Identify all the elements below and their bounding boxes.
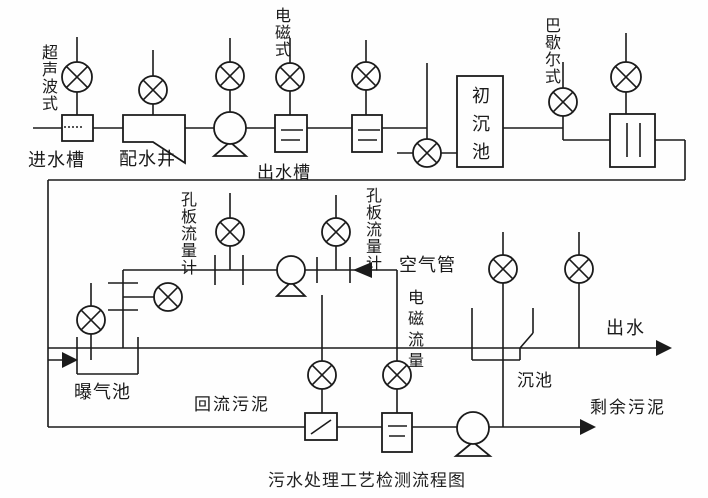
label-parshall-type: 巴歇尔式	[542, 17, 561, 85]
pump-icon	[211, 111, 249, 157]
effluent-arrow	[656, 340, 672, 356]
pipe-lines	[33, 33, 686, 428]
flow-instrument-icon	[275, 62, 305, 92]
label-aeration-tank: 曝气池	[74, 382, 131, 403]
pump-icon	[453, 411, 493, 457]
aeration-inlet-arrow	[62, 352, 78, 368]
flow-instrument-icon	[76, 305, 106, 335]
label-orifice-flowmeter-left: 孔板流量计	[178, 191, 197, 276]
label-effluent: 出水	[606, 318, 646, 339]
distribution-well-shape	[122, 114, 186, 165]
flow-instrument-icon	[215, 61, 245, 91]
contact-tank-box	[609, 113, 656, 168]
label-outlet-channel: 出水槽	[257, 163, 311, 183]
flow-instrument-icon	[382, 360, 412, 390]
flow-instrument-icon	[215, 217, 245, 247]
diagram-title: 污水处理工艺检测流程图	[268, 471, 466, 491]
label-distribution-well: 配水井	[119, 149, 176, 170]
label-inlet-channel: 进水槽	[28, 150, 85, 171]
label-air-pipe: 空气管	[399, 255, 456, 276]
label-secondary-sedimentation-tank: 沉池	[517, 371, 553, 391]
surplus-sludge-arrow	[580, 419, 596, 435]
label-return-sludge: 回流污泥	[194, 395, 270, 415]
inlet-channel-box	[61, 114, 94, 142]
air-flow-arrow	[353, 262, 372, 278]
flow-instrument-icon	[307, 360, 337, 390]
flow-instrument-icon	[488, 254, 518, 284]
label-electromagnetic-type: 电磁式	[272, 7, 291, 58]
flow-instrument-icon	[548, 87, 578, 117]
flow-instrument-icon	[138, 75, 168, 105]
flow-instrument-icon	[412, 138, 442, 168]
em-meter-box-2	[351, 114, 383, 153]
label-surplus-sludge: 剩余污泥	[590, 398, 666, 418]
flow-instrument-icon	[321, 217, 351, 247]
em-meter-box-bottom	[381, 412, 413, 453]
flow-instrument-icon	[610, 61, 642, 93]
label-ultrasonic-type: 超声波式	[39, 44, 58, 112]
flow-instrument-icon	[351, 61, 381, 91]
instruments-layer	[61, 61, 642, 457]
label-primary-sedimentation-tank: 初沉池	[469, 86, 490, 170]
pump-icon	[274, 255, 308, 297]
label-orifice-flowmeter-right: 孔板流量计	[363, 187, 382, 272]
flow-instrument-icon	[564, 254, 594, 284]
flow-instrument-icon	[61, 61, 93, 93]
flow-instrument-icon	[153, 282, 183, 312]
label-electromagnetic-flow: 电磁流量	[405, 289, 424, 373]
valve-box	[304, 412, 338, 441]
em-meter-box-1	[274, 114, 308, 153]
primary-sedimentation-tank-box	[456, 75, 504, 168]
